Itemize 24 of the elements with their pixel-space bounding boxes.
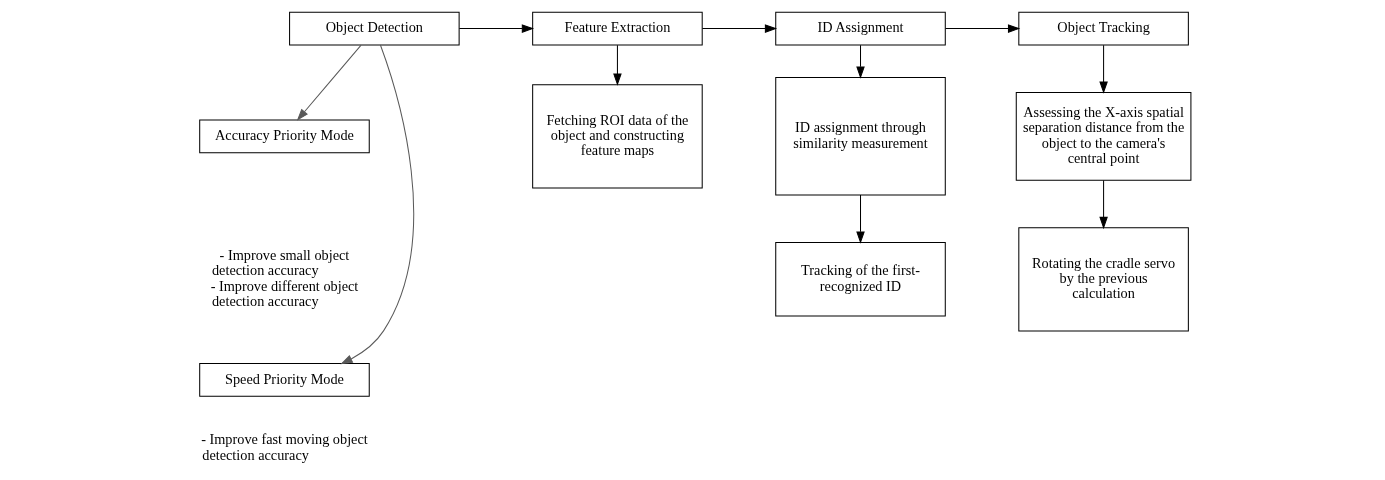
arrow (613, 44, 622, 86)
node-box: Feature Extraction (532, 11, 703, 46)
arrow (296, 44, 362, 121)
arrow (856, 194, 865, 244)
node-box: Object Detection (289, 11, 460, 46)
arrow (856, 44, 865, 79)
node-label: - Improve fast moving object detection accuracy (201, 431, 368, 463)
arrow (701, 24, 778, 33)
arrow (945, 24, 1021, 33)
node-box: Assessing the X-axis spatial separation distance from the object to the camera's central point (1015, 91, 1192, 181)
node-box: Speed Priority Mode (199, 363, 370, 397)
node-box: Fetching ROI data of the object and constructing feature maps (532, 84, 703, 189)
node-box: ID Assignment (775, 11, 946, 46)
node-label: - Improve different object detection accuracy (210, 277, 359, 310)
node-box: Tracking of the first-recognized ID (775, 242, 946, 317)
node-box: ID assignment through similarity measurement (775, 77, 946, 196)
node-box: Accuracy Priority Mode (199, 119, 370, 154)
arrow (340, 44, 414, 365)
arrow (1099, 179, 1108, 230)
node-box: Object Tracking (1018, 11, 1189, 46)
node-label: - Improve small object detection accuracy (211, 247, 350, 279)
node-box: Rotating the cradle servo by the previous calculation (1018, 227, 1189, 332)
arrow (458, 24, 535, 33)
arrow (1099, 44, 1108, 94)
